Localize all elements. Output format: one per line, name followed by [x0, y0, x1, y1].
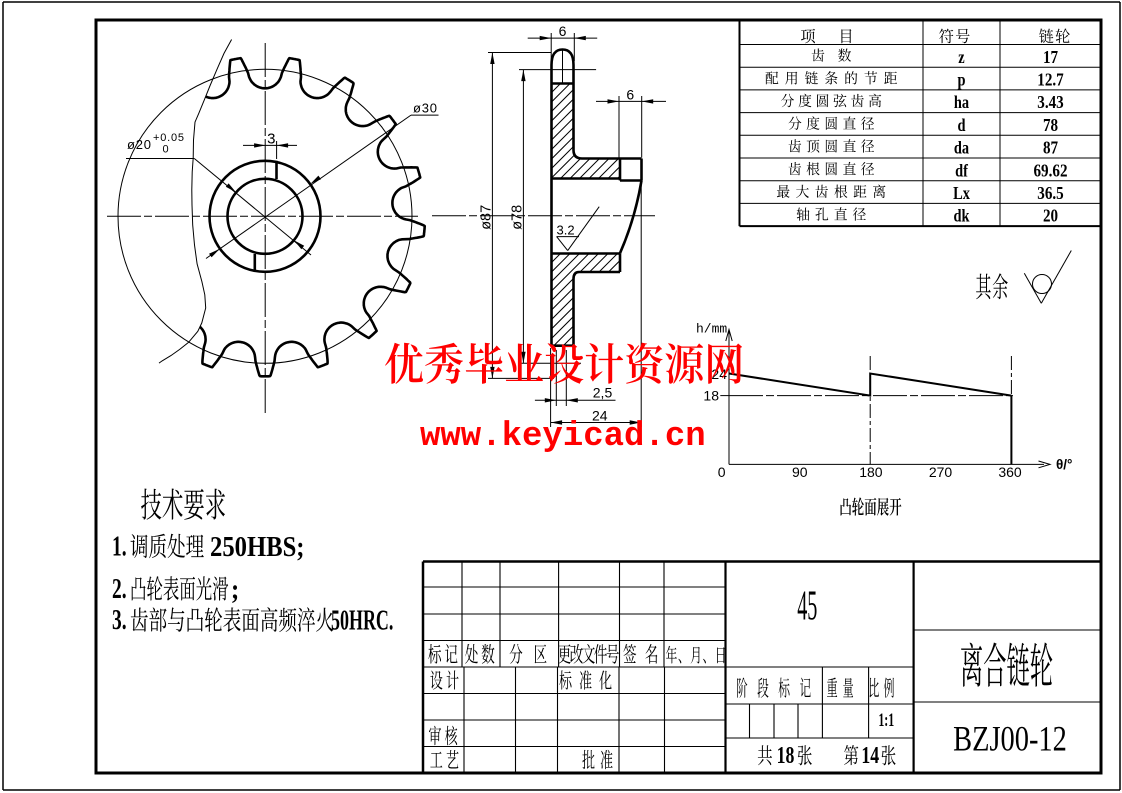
svg-text:BZJ00-12: BZJ00-12 [953, 719, 1067, 759]
svg-text:0: 0 [163, 144, 169, 156]
svg-text:da: da [954, 137, 969, 158]
svg-text:250HBS;: 250HBS; [210, 530, 304, 562]
svg-text:ha: ha [954, 92, 969, 113]
svg-text:dk: dk [953, 205, 970, 226]
svg-text:3.: 3. [112, 604, 127, 636]
svg-text:20: 20 [1043, 205, 1058, 226]
svg-text:3.43: 3.43 [1037, 92, 1063, 113]
svg-text:h/mm: h/mm [696, 322, 727, 337]
svg-text:270: 270 [929, 464, 953, 480]
svg-text:Lx: Lx [953, 182, 971, 203]
svg-text:+0.05: +0.05 [153, 132, 185, 144]
svg-text:78: 78 [1043, 115, 1058, 136]
svg-text:2,5: 2,5 [593, 385, 613, 401]
svg-text:12.7: 12.7 [1037, 69, 1063, 90]
svg-text:ø20: ø20 [127, 137, 152, 152]
svg-text:3: 3 [267, 131, 275, 148]
svg-text:6: 6 [626, 87, 634, 103]
svg-text:18: 18 [777, 741, 795, 768]
svg-text:45: 45 [797, 584, 817, 630]
svg-text:24: 24 [592, 408, 608, 424]
svg-text:14: 14 [861, 741, 879, 768]
svg-text:ø78: ø78 [510, 205, 526, 230]
svg-text:69.62: 69.62 [1034, 160, 1068, 181]
svg-text:www.keyicad.cn: www.keyicad.cn [420, 418, 706, 456]
svg-text:6: 6 [559, 23, 567, 39]
svg-text:360: 360 [998, 464, 1022, 480]
svg-text:;: ; [231, 573, 239, 605]
svg-text:ø30: ø30 [413, 101, 438, 116]
svg-text:d: d [957, 114, 965, 135]
svg-text:18: 18 [703, 388, 719, 404]
svg-text:17: 17 [1043, 47, 1058, 68]
svg-text:df: df [955, 160, 968, 181]
svg-text:1.: 1. [112, 531, 127, 563]
svg-text:87: 87 [1043, 137, 1058, 158]
svg-text:180: 180 [859, 464, 883, 480]
svg-text:ø87: ø87 [479, 205, 495, 230]
svg-text:3.2: 3.2 [557, 223, 575, 238]
svg-text:2.: 2. [112, 573, 127, 605]
svg-text:50HRC.: 50HRC. [331, 606, 393, 637]
svg-text:1:1: 1:1 [878, 710, 894, 730]
svg-text:z: z [958, 46, 964, 67]
svg-text:p: p [957, 69, 965, 90]
svg-text:90: 90 [792, 464, 808, 480]
svg-text:0: 0 [718, 464, 726, 480]
svg-text:θ/°: θ/° [1056, 457, 1072, 472]
svg-text:36.5: 36.5 [1037, 183, 1063, 204]
